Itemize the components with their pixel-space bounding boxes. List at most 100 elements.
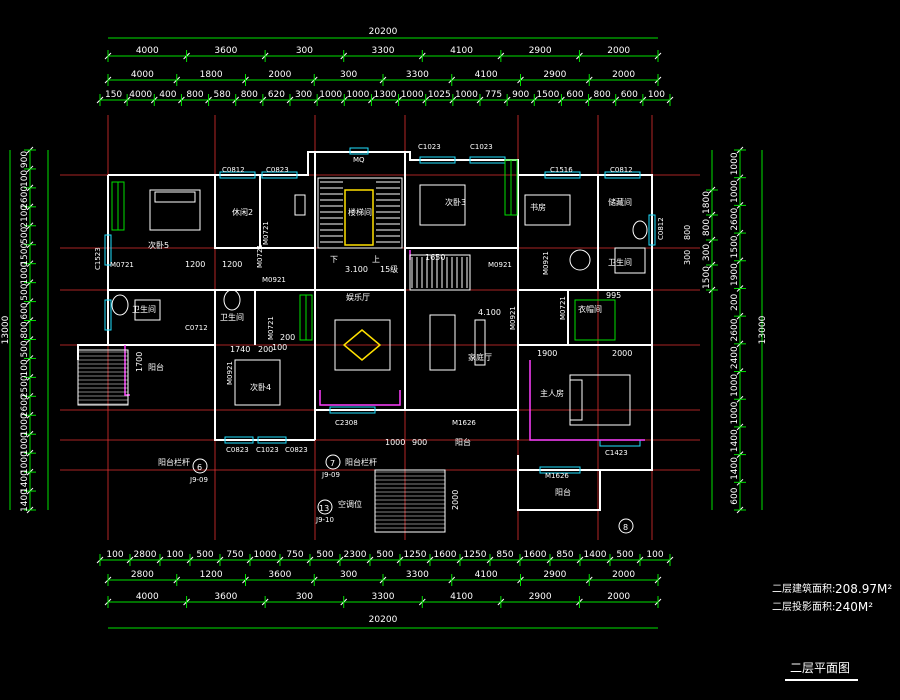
dimension-value: 600 xyxy=(566,90,583,100)
room-bedroom5: 次卧5 xyxy=(148,240,169,250)
opening-tags: M0721 M0921 M0721 M0921 M0721 M0921 M092… xyxy=(94,143,665,480)
window-tag: C1023 xyxy=(256,446,279,454)
dimension-value: 2600 xyxy=(730,208,740,231)
dimension-value: 850 xyxy=(496,550,513,560)
dimension-value: 300 xyxy=(340,570,357,580)
dimension-value: 1250 xyxy=(464,550,487,560)
dimension-value: 1500 xyxy=(20,242,30,265)
room-balcony-left: 阳台 xyxy=(148,362,164,372)
area-proj-label: 二层投影面积: xyxy=(772,600,835,613)
room-study: 书房 xyxy=(530,202,546,212)
dimension-value: 1800 xyxy=(200,70,223,80)
area-summary: 二层建筑面积: 208.97M² 二层投影面积: 240M² 二层平面图 xyxy=(772,582,892,681)
dimension-value: 3600 xyxy=(268,570,291,580)
detail-6: 6 xyxy=(197,463,202,472)
dimension-value: 2900 xyxy=(543,570,566,580)
room-labels: 次卧5 休闲2 楼梯间 次卧3 书房 储藏间 卫生间 卫生间 卫生间 衣帽间 娱… xyxy=(132,197,632,509)
dimension-value: 1500 xyxy=(702,266,712,289)
dimension-value: 800 xyxy=(20,321,30,338)
level-mark-2: 4.100 xyxy=(478,308,501,317)
level-mark: 3.100 xyxy=(345,265,368,274)
detail-ref-6: J9-09 xyxy=(189,476,208,484)
left-total-dim: 13000 xyxy=(1,315,11,344)
dimension-value: 1500 xyxy=(536,90,559,100)
window-tag: C1023 xyxy=(470,143,493,151)
stairs-up-label: 上 xyxy=(372,255,380,264)
inner-dim: 800 xyxy=(683,225,692,240)
dimension-value: 1500 xyxy=(730,235,740,258)
inner-dim: 200 xyxy=(258,345,273,354)
dimension-value: 2600 xyxy=(20,394,30,417)
room-bath-mid: 卫生间 xyxy=(220,312,244,322)
inner-dim: 900 xyxy=(412,438,427,447)
dimension-value: 3300 xyxy=(372,46,395,56)
dimension-value: 1000 xyxy=(730,180,740,203)
dimension-value: 4000 xyxy=(131,70,154,80)
door-tag: M1626 xyxy=(452,419,476,427)
dimension-value: 750 xyxy=(226,550,243,560)
dimension-value: 100 xyxy=(20,170,30,187)
dimension-value: 1000 xyxy=(20,261,30,284)
inner-dim: 1740 xyxy=(230,345,250,354)
dimension-value: 4000 xyxy=(136,592,159,602)
window-tag: C0712 xyxy=(185,324,208,332)
dimension-value: 2600 xyxy=(730,318,740,341)
balcony-rail-label: 阳台栏杆 xyxy=(158,457,190,467)
dimension-value: 2500 xyxy=(20,375,30,398)
dimension-value: 500 xyxy=(616,550,633,560)
dimension-value: 900 xyxy=(512,90,529,100)
furniture xyxy=(111,184,648,426)
inner-dim: 1200 xyxy=(185,260,205,269)
dimension-value: 1000 xyxy=(346,90,369,100)
dimension-value: 500 xyxy=(20,283,30,300)
dimension-value: 1400 xyxy=(730,457,740,480)
dimension-value: 1400 xyxy=(20,470,30,493)
dimension-value: 2400 xyxy=(730,346,740,369)
dimension-value: 2900 xyxy=(543,70,566,80)
dimension-value: 1000 xyxy=(319,90,342,100)
dimension-value: 800 xyxy=(594,90,611,100)
door-tag: M0721 xyxy=(559,296,567,320)
dimension-value: 800 xyxy=(702,219,712,236)
dimension-value: 1300 xyxy=(374,90,397,100)
dimension-value: 1000 xyxy=(455,90,478,100)
detail-13: 13 xyxy=(319,504,329,513)
dimension-value: 600 xyxy=(20,302,30,319)
dimension-value: 1000 xyxy=(401,90,424,100)
dimension-value: 4100 xyxy=(475,70,498,80)
dimension-value: 2000 xyxy=(612,570,635,580)
window-tag: C0812 xyxy=(610,166,633,174)
window-tag: C0823 xyxy=(226,446,249,454)
dimension-value: 750 xyxy=(286,550,303,560)
door-tag: M0721 xyxy=(262,221,270,245)
dimension-value: 150 xyxy=(105,90,122,100)
walls xyxy=(77,151,653,511)
top-total-dim: 20200 xyxy=(369,27,398,37)
dimension-value: 2100 xyxy=(20,205,30,228)
inner-dim: 2000 xyxy=(612,349,632,358)
dimension-value: 300 xyxy=(295,90,312,100)
misc-labels: 下 上 3.100 15级 4.100 1200 1200 1650 1740 … xyxy=(135,225,692,534)
dimension-value: 500 xyxy=(20,340,30,357)
dimension-value: 2000 xyxy=(607,46,630,56)
room-study2: 休闲2 xyxy=(232,207,253,217)
dimension-value: 4100 xyxy=(450,592,473,602)
door-tag: M0721 xyxy=(110,261,134,269)
window-tag: C0812 xyxy=(657,217,665,240)
dimension-value: 1000 xyxy=(20,432,30,455)
room-stair: 楼梯间 xyxy=(348,207,372,217)
inner-dim: 2000 xyxy=(451,490,460,510)
detail-ref-7: J9-09 xyxy=(321,471,340,479)
inner-dim: 1650 xyxy=(425,253,445,262)
window-tag: MQ xyxy=(353,156,365,164)
dimension-value: 775 xyxy=(485,90,502,100)
dimension-value: 4100 xyxy=(475,570,498,580)
dimension-value: 300 xyxy=(296,46,313,56)
dimension-value: 1800 xyxy=(702,191,712,214)
area-build-label: 二层建筑面积: xyxy=(772,582,835,595)
dimension-value: 1400 xyxy=(730,429,740,452)
window-tag: C1516 xyxy=(550,166,573,174)
dimension-value: 3600 xyxy=(214,592,237,602)
